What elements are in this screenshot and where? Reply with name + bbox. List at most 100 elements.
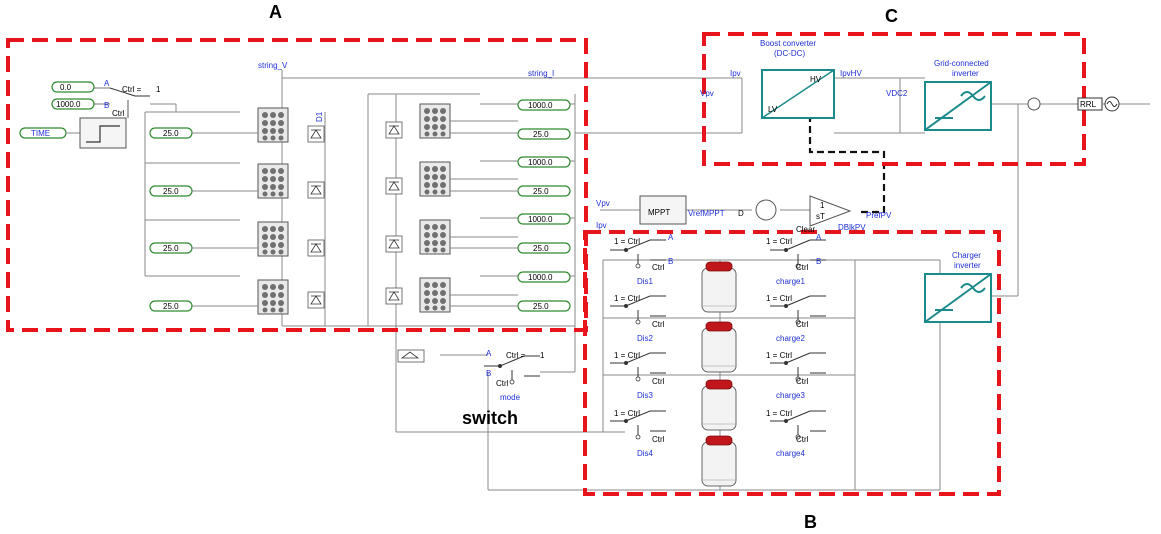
right-temp-1: 25.0 (533, 130, 549, 139)
mode-ctrl-eq: Ctrl = (506, 351, 526, 360)
const-1000-value: 1000.0 (56, 100, 81, 109)
charge1-port-a: A (816, 233, 822, 242)
dis1-port-a: A (668, 233, 674, 242)
region-b-box (583, 230, 1001, 496)
pv-module (419, 219, 451, 255)
dis1-ctrl-eq: 1 = Ctrl (614, 237, 640, 246)
mppt-vpv-label: Vpv (596, 199, 610, 208)
mppt-clear-label: Clear (796, 225, 815, 234)
mode-ctrl: Ctrl (496, 379, 509, 388)
mppt-controller: Vpv Ipv MPPT VrefMPPT D 1 sT PrefPV Clea… (596, 195, 892, 234)
dis4-label: Dis4 (637, 449, 654, 458)
diode-d1-label: D1 (315, 111, 324, 122)
mppt-prefpv-label: PrefPV (866, 211, 892, 220)
region-c-label: C (885, 6, 898, 26)
mppt-block (639, 195, 687, 225)
right-irradiance-inputs: 1000.0 1000.0 1000.0 1000.0 (517, 99, 571, 283)
grid-inverter-title: Grid-connected (934, 59, 989, 68)
pv-module (419, 161, 451, 197)
mppt-vref-label: VrefMPPT (688, 209, 725, 218)
battery-bank: 1 = Ctrl 1 = Ctrl 1 = Ctrl 1 = Ctrl 1 = … (609, 233, 827, 487)
battery-cell (701, 321, 737, 373)
region-b-label: B (804, 512, 817, 532)
left-temp-1: 25.0 (163, 129, 179, 138)
battery-cell (701, 379, 737, 431)
charger-subtitle: inverter (954, 261, 981, 270)
switch-port-a: A (104, 79, 110, 88)
boost-converter: Boost converter (DC-DC) HV LV Ipv IpvHV … (700, 39, 908, 119)
summing-junction (755, 199, 777, 221)
integrator-den: sT (816, 212, 825, 221)
right-irr-3: 1000.0 (528, 215, 553, 224)
mppt-label: MPPT (648, 208, 670, 217)
boost-subtitle: (DC-DC) (774, 49, 805, 58)
boost-title: Boost converter (760, 39, 816, 48)
right-temp-4: 25.0 (533, 302, 549, 311)
bypass-diode (307, 291, 325, 309)
boost-vdc2-label: VDC2 (886, 89, 908, 98)
const-zero-value: 0.0 (60, 83, 72, 92)
dis1-port-b: B (668, 257, 673, 266)
charge4-ctrl: Ctrl (796, 435, 809, 444)
charge3-ctrl-eq: 1 = Ctrl (766, 351, 792, 360)
charge1-ctrl: Ctrl (796, 263, 809, 272)
pv-module (257, 279, 289, 315)
pv-module (257, 107, 289, 143)
charge1-port-b: B (816, 257, 821, 266)
boost-vpv-label: Vpv (700, 89, 714, 98)
dis2-ctrl: Ctrl (652, 320, 665, 329)
charge2-label: charge2 (776, 334, 805, 343)
dis4-ctrl-eq: 1 = Ctrl (614, 409, 640, 418)
control-signal-wire (808, 115, 886, 214)
charge1-ctrl-eq: 1 = Ctrl (766, 237, 792, 246)
mppt-dblkpv-label: DBlkPV (838, 223, 866, 232)
switch-port-b: B (104, 101, 109, 110)
dis4-ctrl: Ctrl (652, 435, 665, 444)
left-wire-stubs (192, 132, 258, 307)
string-i-label: string_I (528, 69, 554, 78)
mode-switch: Ctrl = 1 Ctrl mode A B (397, 349, 545, 402)
mppt-d-label: D (738, 209, 744, 218)
pv-module (257, 221, 289, 257)
battery-cell (701, 435, 737, 487)
bypass-diode (385, 287, 403, 305)
charger-title: Charger (952, 251, 981, 260)
bypass-diode (307, 239, 325, 257)
mode-port-a: A (486, 349, 492, 358)
charge2-ctrl: Ctrl (796, 320, 809, 329)
integrator-num: 1 (820, 201, 825, 210)
boost-hv-label: HV (810, 75, 822, 84)
charge4-ctrl-eq: 1 = Ctrl (766, 409, 792, 418)
bypass-diode (385, 177, 403, 195)
pv-input-controls: 0.0 1000.0 TIME A B Ctrl = 1 Ctrl (19, 79, 161, 149)
time-source-label: TIME (31, 129, 50, 138)
charger-inverter: Charger inverter (924, 251, 992, 323)
dis3-ctrl: Ctrl (652, 377, 665, 386)
rrl-label: RRL (1080, 100, 1097, 109)
charge1-label: charge1 (776, 277, 805, 286)
charge3-ctrl: Ctrl (796, 377, 809, 386)
dis3-label: Dis3 (637, 391, 654, 400)
ctrl-text-label: Ctrl (112, 109, 125, 118)
right-irr-4: 1000.0 (528, 273, 553, 282)
string-v-label: string_V (258, 61, 288, 70)
charge2-ctrl-eq: 1 = Ctrl (766, 294, 792, 303)
pv-module (257, 163, 289, 199)
mode-ctrl-one: 1 (540, 351, 545, 360)
ctrl-eq-label: Ctrl = (122, 85, 142, 94)
grid-connection: RRL (1027, 96, 1120, 112)
charge4-label: charge4 (776, 449, 805, 458)
integrator-block (809, 195, 852, 227)
dis2-ctrl-eq: 1 = Ctrl (614, 294, 640, 303)
right-irr-1: 1000.0 (528, 101, 553, 110)
left-temp-2: 25.0 (163, 187, 179, 196)
bypass-diode (385, 121, 403, 139)
right-irr-2: 1000.0 (528, 158, 553, 167)
right-wire-stubs (450, 120, 518, 307)
boost-ipvhv-label: IpvHV (840, 69, 862, 78)
pv-module (419, 103, 451, 139)
right-temp-2: 25.0 (533, 187, 549, 196)
left-temp-4: 25.0 (163, 302, 179, 311)
mode-port-b: B (486, 369, 491, 378)
